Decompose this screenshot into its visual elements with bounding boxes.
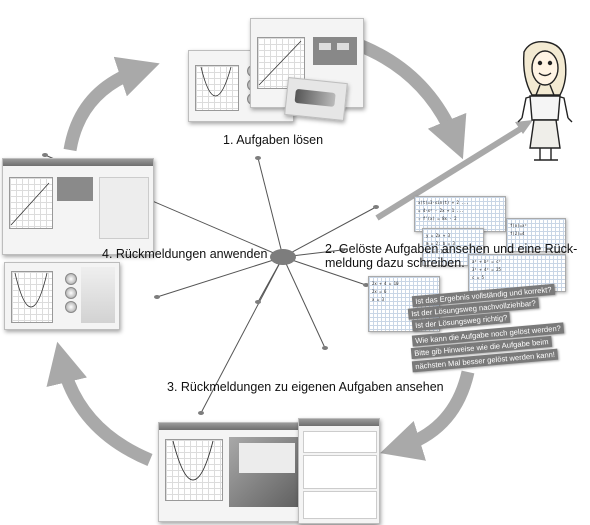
solution-note-3: f(x)=x² f(2)=4 [506,218,566,252]
cycle-arrow-right-bottom [380,370,475,461]
apply-screenshot-2 [4,262,120,330]
spoke-end [198,411,204,415]
arrow-to-person [375,125,524,221]
hub-node [270,249,296,265]
spoke-end [154,295,160,299]
step-2-label-line2: meldung dazu schreiben. [325,256,465,270]
task-screenshot-photo [284,76,348,122]
solution-note-1: x(t)=3·sin(t) + 2 ... = 4·x² - 2x + 1 ..… [414,196,506,232]
spoke [282,206,377,258]
spoke-end [363,283,369,287]
spoke-end [339,248,345,252]
review-side-panel [298,418,380,524]
spoke [156,256,284,298]
step-1-label: 1. Aufgaben lösen [223,133,324,147]
spoke-end [42,153,48,157]
spoke [200,256,284,414]
spoke [282,256,367,286]
step-4-label: 4. Rückmeldungen anwenden [102,247,268,261]
apply-screenshot-1 [2,158,154,255]
cycle-arrow-left-top [63,56,160,152]
spoke-end [322,346,328,350]
teacher-figure [517,41,573,161]
step-3-label: 3. Rückmeldungen zu eigenen Aufgaben ans… [167,380,444,394]
spoke [257,157,284,258]
spoke-end [255,300,261,304]
cycle-arrow-bottom-left [46,341,153,466]
spoke-end [373,205,379,209]
step-2-label-line1: 2. Gelöste Aufgaben ansehen und eine Rüc… [325,242,578,256]
spoke [282,256,326,349]
spoke-end [255,156,261,160]
